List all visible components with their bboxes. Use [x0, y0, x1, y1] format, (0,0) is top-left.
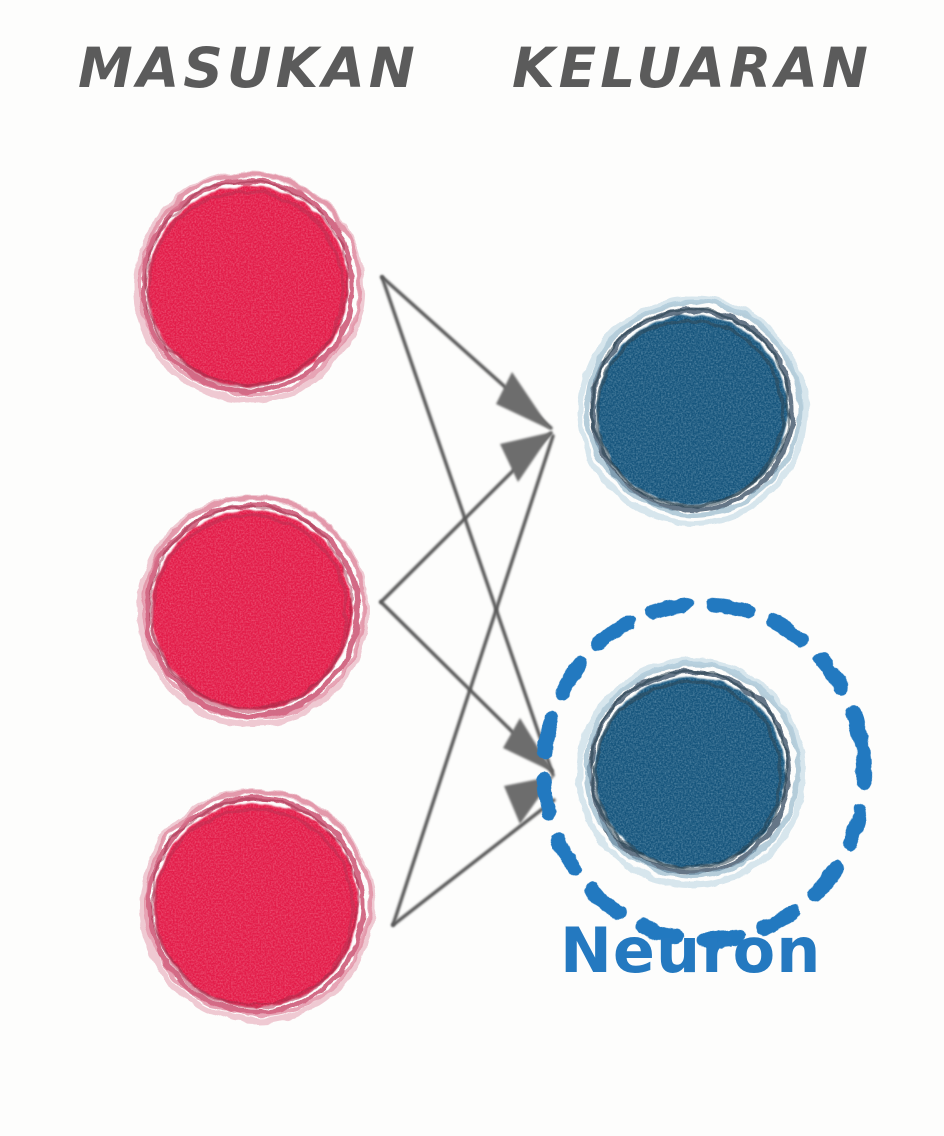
input-node-2[interactable] — [137, 495, 369, 727]
input-layer — [133, 171, 375, 1024]
connection-in1-out2 — [380, 275, 555, 777]
connection-in3-out2 — [391, 798, 556, 927]
output-node-1[interactable] — [578, 296, 808, 526]
output-layer-title: KELUARAN — [512, 36, 872, 100]
output-node-2[interactable] — [576, 658, 806, 888]
arrowhead-out1-upper — [496, 372, 551, 430]
output-layer — [576, 296, 808, 888]
input-layer-title: MASUKAN — [78, 36, 419, 100]
connection-in3-out1 — [391, 434, 555, 927]
arrowhead-out2-upper — [503, 718, 553, 772]
connection-lines — [379, 275, 556, 927]
input-node-3[interactable] — [139, 788, 375, 1024]
arrowhead-out1-lower — [500, 432, 552, 482]
neuron-caption-label: Neuron — [560, 914, 822, 987]
neuron-highlight-circle[interactable] — [522, 583, 886, 960]
input-node-1[interactable] — [133, 171, 365, 403]
